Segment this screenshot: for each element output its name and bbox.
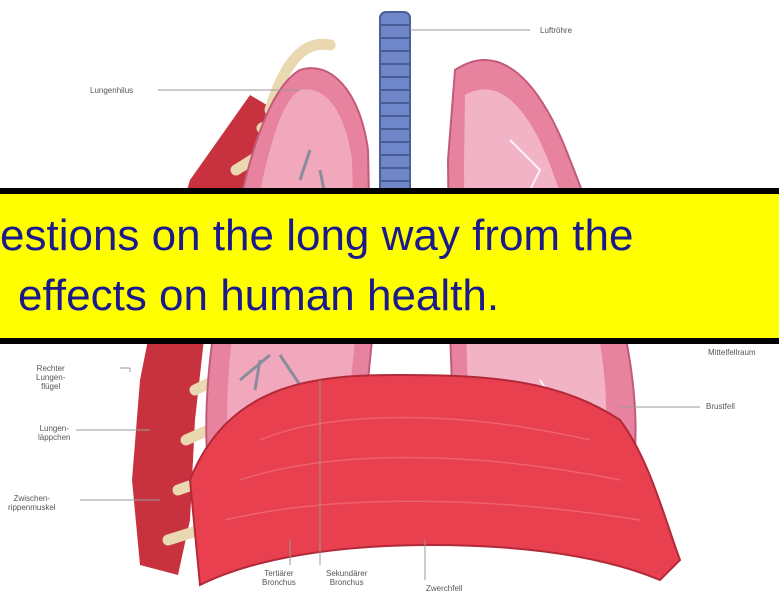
label-intercostal: Zwischen- rippenmuskel	[8, 494, 56, 512]
label-mediastinum: Mittelfellraum	[708, 348, 756, 357]
label-secondary-bronchus: Sekundärer Bronchus	[326, 569, 367, 587]
caption-banner-fill: estions on the long way from the effects…	[0, 194, 779, 338]
trachea-shape	[380, 12, 410, 197]
label-tertiary-bronchus: Tertiärer Bronchus	[262, 569, 296, 587]
label-trachea: Luftröhre	[540, 26, 572, 35]
label-diaphragm: Zwerchfell	[426, 584, 462, 593]
label-hilum: Lungenhilus	[90, 86, 133, 95]
label-lobule: Lungen- läppchen	[38, 424, 70, 442]
label-right-lung: Rechter Lungen- flügel	[36, 364, 65, 391]
caption-line-1: estions on the long way from the	[0, 212, 633, 260]
caption-banner: estions on the long way from the effects…	[0, 188, 779, 344]
caption-line-2: effects on human health.	[18, 272, 499, 320]
label-pleura: Brustfell	[706, 402, 735, 411]
